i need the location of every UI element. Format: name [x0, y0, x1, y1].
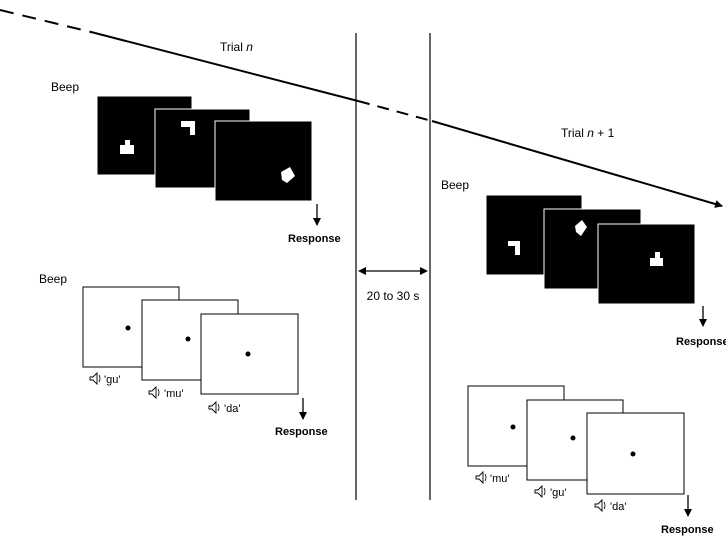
trial-n1-visual-block: Beep Response: [441, 178, 726, 348]
trial-n1-label: Trial n + 1: [561, 126, 615, 140]
auditory-frame-3: [586, 412, 685, 495]
shape-angle-icon: [508, 241, 520, 255]
interval-label: 20 to 30 s: [367, 289, 420, 303]
beep-label: Beep: [39, 272, 67, 286]
trial-n-visual-block: Beep Response: [51, 80, 341, 245]
trial-n1-auditory-block: 'mu' 'gu' 'da' Response: [467, 385, 714, 536]
syllable-label: 'gu': [550, 487, 566, 499]
speaker-icon: [594, 498, 606, 513]
fixation-dot: [570, 435, 576, 441]
trial-n-label-prefix: Trial: [220, 40, 246, 54]
response-label: Response: [676, 336, 726, 348]
speaker-icon: [89, 371, 101, 386]
fixation-dot: [185, 336, 191, 342]
fixation-dot: [510, 424, 516, 430]
timeline-solid-trial-n: [94, 32, 359, 102]
beep-label: Beep: [51, 80, 79, 94]
fixation-dot: [125, 325, 131, 331]
syllable-label: 'gu': [104, 374, 120, 386]
timeline-dashed-gap: [357, 100, 433, 122]
speaker-icon: [475, 470, 487, 485]
fixation-dot: [245, 351, 251, 357]
trial-n1-label-var: n: [587, 126, 594, 140]
syllable-label: 'mu': [490, 473, 509, 485]
syllable-label: 'da': [224, 403, 240, 415]
shape-blob-icon: [281, 167, 295, 183]
shape-corner-icon: [181, 121, 195, 135]
trial-n-auditory-block: Beep 'gu' 'mu' 'da' Response: [39, 272, 328, 438]
interval-separator: 20 to 30 s: [355, 33, 431, 500]
interval-arrowhead-left: [358, 267, 366, 275]
speaker-icon: [208, 400, 220, 415]
trial-n1-label-suffix: + 1: [594, 126, 615, 140]
timeline: [0, 9, 723, 208]
response-label: Response: [661, 524, 714, 536]
response-label: Response: [288, 233, 341, 245]
syllable-label: 'da': [610, 501, 626, 513]
timeline-arrow-trial-n1: [431, 120, 723, 208]
speaker-icon: [148, 385, 160, 400]
interval-arrowhead-right: [420, 267, 428, 275]
visual-frame-3: [597, 223, 696, 305]
response-label: Response: [275, 426, 328, 438]
trial-n: Trial n Beep Response Beep: [39, 40, 341, 438]
trial-n-label-var: n: [246, 40, 253, 54]
beep-label: Beep: [441, 178, 469, 192]
trial-n1-label-prefix: Trial: [561, 126, 587, 140]
fixation-dot: [630, 451, 636, 457]
shape-square-icon: [120, 140, 134, 154]
speaker-icon: [534, 484, 546, 499]
trial-n-label: Trial n: [220, 40, 253, 54]
shape-square-icon: [650, 252, 663, 266]
trial-n-plus-1: Trial n + 1 Beep Response: [441, 126, 726, 536]
shape-blob-icon: [575, 220, 587, 236]
visual-frame-3: [214, 120, 313, 202]
syllable-label: 'mu': [164, 388, 183, 400]
timeline-dashed-start: [0, 9, 96, 34]
